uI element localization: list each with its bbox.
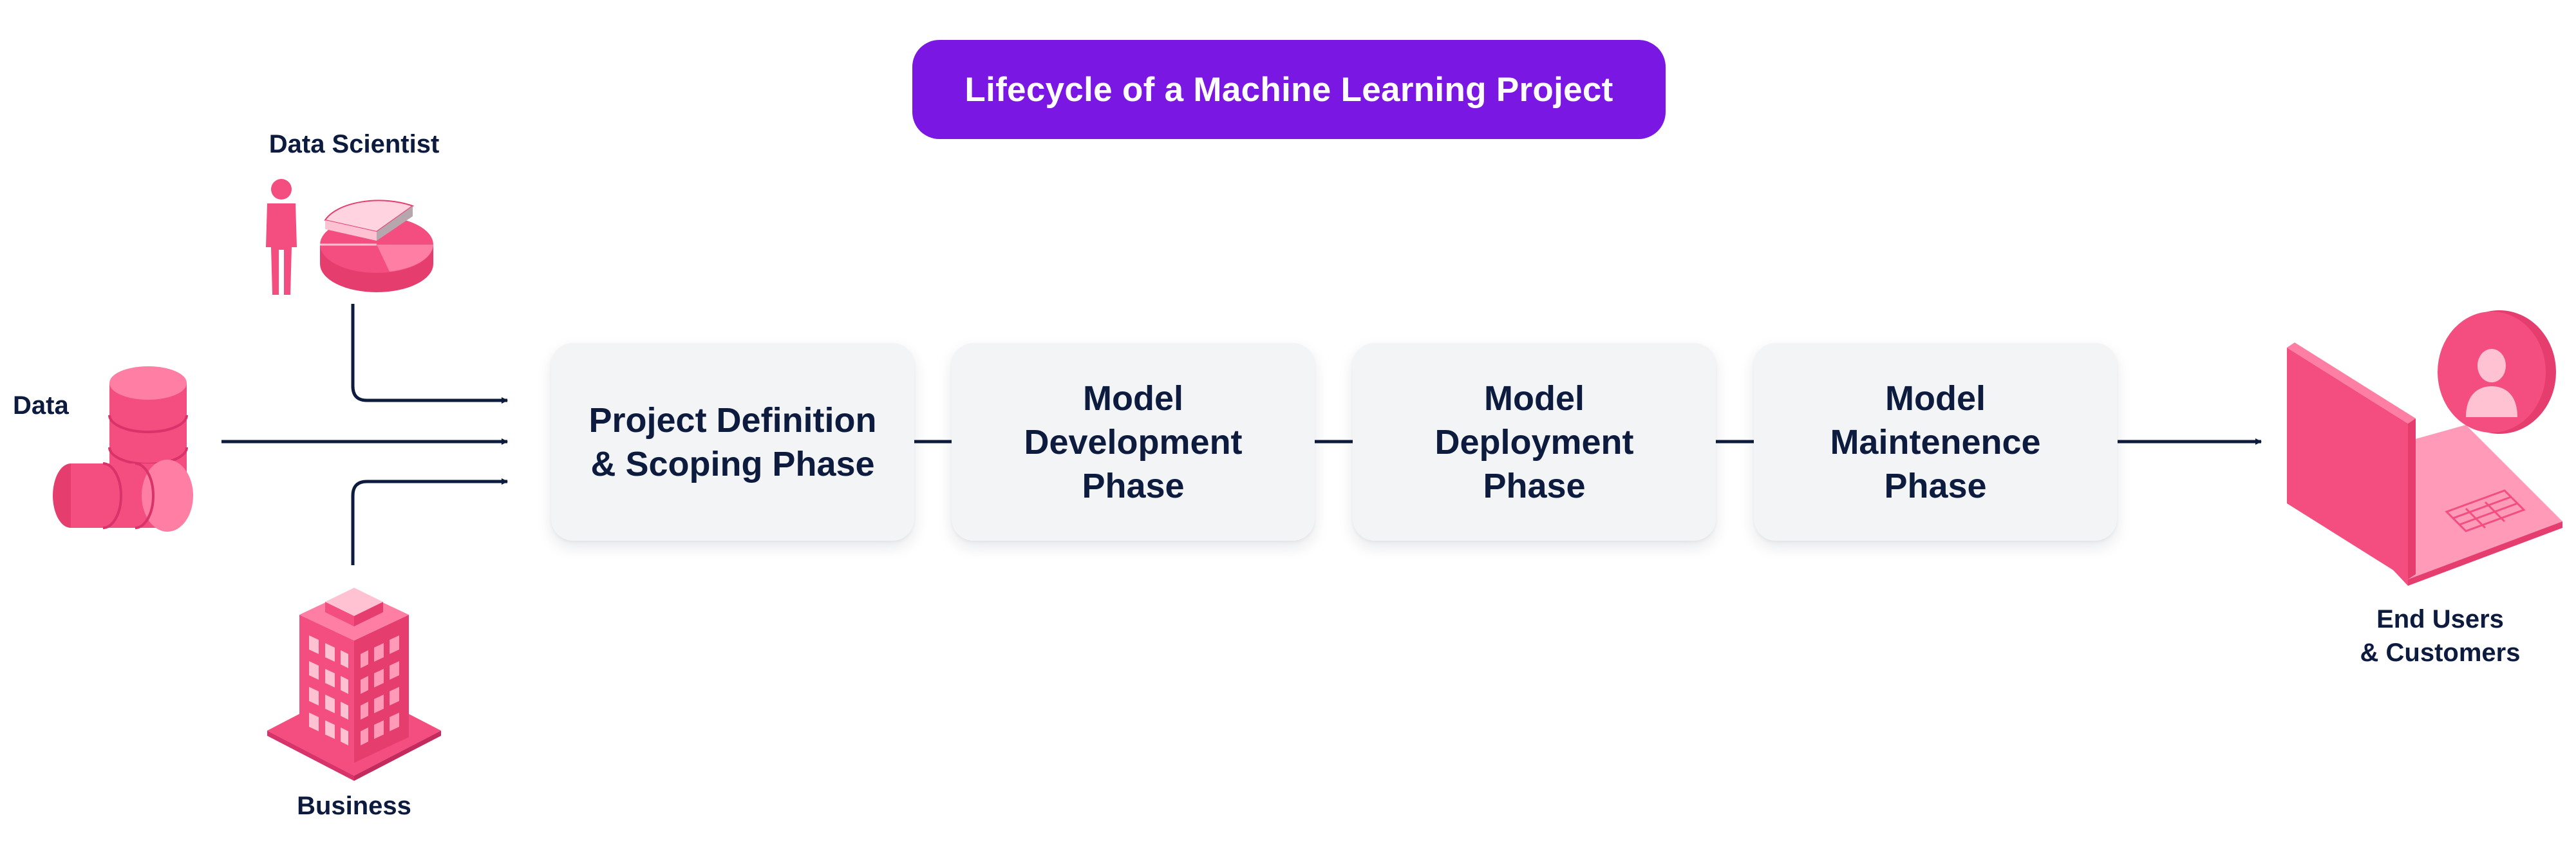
arrow-data-scientist-to-definition: [351, 304, 508, 404]
diagram-title: Lifecycle of a Machine Learning Project: [912, 40, 1666, 139]
database-cylinders-icon: [53, 366, 193, 532]
phase-project-definition: Project Definition & Scoping Phase: [551, 343, 914, 541]
person-pie-chart-icon: [266, 179, 433, 295]
phase-model-deployment: Model Deployment Phase: [1353, 343, 1716, 541]
label-business: Business: [297, 792, 411, 820]
label-end-users: End Users & Customers: [2360, 605, 2521, 667]
label-data-scientist: Data Scientist: [268, 130, 440, 158]
phase-model-maintenance: Model Maintenence Phase: [1754, 343, 2117, 541]
laptop-user-icon: [2287, 310, 2562, 586]
arrow-business-to-definition: [351, 478, 508, 565]
phase-label: Model Development Phase: [1024, 379, 1243, 505]
phase-model-development: Model Development Phase: [952, 343, 1315, 541]
phase-label: Model Deployment Phase: [1434, 379, 1634, 505]
phase-label: Model Maintenence Phase: [1830, 379, 2041, 505]
label-data: Data: [13, 391, 69, 420]
phase-label: Project Definition & Scoping Phase: [588, 400, 877, 483]
office-building-icon: [267, 588, 441, 781]
